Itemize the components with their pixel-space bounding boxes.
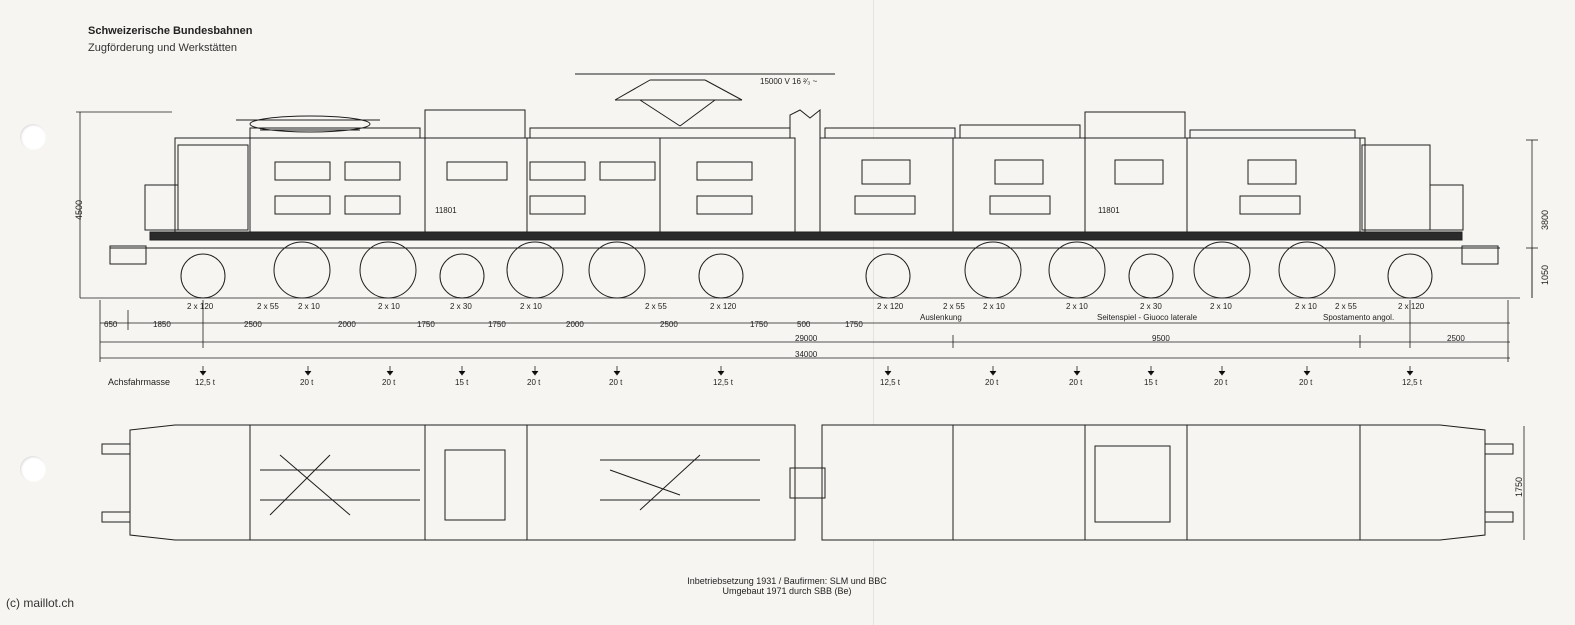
axle-load: 15 t (455, 378, 469, 387)
movement-annotations: Auslenkung Seitenspiel - Giuoco laterale… (920, 313, 1394, 322)
axle-spacing-label: 2 x 30 (1140, 302, 1162, 311)
footer-line-2: Umgebaut 1971 durch SBB (Be) (722, 586, 851, 596)
footer-line-1: Inbetriebsetzung 1931 / Baufirmen: SLM u… (687, 576, 887, 586)
plan-width: 1750 (1514, 477, 1524, 497)
segment-length: 1750 (845, 320, 863, 329)
header-title: Schweizerische Bundesbahnen (88, 25, 253, 37)
axle-load: 15 t (1144, 378, 1158, 387)
wheelsets (80, 241, 1520, 299)
bogie-span: 9500 (1152, 334, 1170, 343)
car-number-left: 11801 (435, 206, 457, 215)
buffers (109, 245, 1499, 265)
axle-spacing-label: 2 x 10 (1066, 302, 1088, 311)
axle-load: 20 t (1214, 378, 1228, 387)
height-overall: 4500 (74, 200, 84, 220)
segment-length: 1850 (153, 320, 171, 329)
plan-view (101, 424, 1525, 541)
axle-spacing-label: 2 x 120 (1398, 302, 1425, 311)
folded-pantograph-icon (236, 115, 380, 133)
segment-length: 1750 (488, 320, 506, 329)
wheelbase-total: 29000 (795, 334, 818, 343)
axle-load: 12,5 t (195, 378, 216, 387)
axle-spacing-label: 2 x 55 (645, 302, 667, 311)
total-lengths: 29000 9500 2500 34000 (795, 334, 1465, 359)
segment-length: 2500 (244, 320, 262, 329)
overhang-length: 2500 (1447, 334, 1465, 343)
page-fold (873, 0, 874, 625)
axle-spacing-labels: 2 x 120 2 x 55 2 x 10 2 x 30 2 x 10 2 x … (187, 302, 1425, 311)
segment-lengths: 650 1850 2500 2000 1750 1750 2000 2500 1… (104, 320, 863, 329)
axle-spacing-label: 2 x 10 (983, 302, 1005, 311)
power-label: 15000 V 16 ²⁄₃ ~ (760, 77, 818, 86)
axle-load: 20 t (1299, 378, 1313, 387)
header-subtitle: Zugförderung und Werkstätten (88, 42, 237, 54)
segment-length: 2000 (566, 320, 584, 329)
seitenspiel-label: Seitenspiel - Giuoco laterale (1097, 313, 1198, 322)
segment-length: 500 (797, 320, 811, 329)
punch-hole-bottom (20, 456, 46, 482)
pantograph-icon (614, 79, 743, 127)
overall-length: 34000 (795, 350, 818, 359)
axle-spacing-label: 2 x 55 (1335, 302, 1357, 311)
axle-spacing-label: 2 x 120 (877, 302, 904, 311)
length-dimension-lines (99, 300, 1510, 362)
copyright-notice: (c) maillot.ch (6, 596, 75, 610)
axle-spacing-label: 2 x 10 (1210, 302, 1232, 311)
axle-spacing-label: 2 x 10 (520, 302, 542, 311)
axle-load: 20 t (1069, 378, 1083, 387)
auslenkung-label: Auslenkung (920, 313, 962, 322)
spostamento-label: Spostamento angol. (1323, 313, 1394, 322)
punch-hole-top (20, 124, 46, 150)
axle-load: 20 t (985, 378, 999, 387)
axle-load: 12,5 t (880, 378, 901, 387)
axle-load: 20 t (382, 378, 396, 387)
segment-length: 2500 (660, 320, 678, 329)
axle-load: 20 t (527, 378, 541, 387)
car-number-right: 11801 (1098, 206, 1120, 215)
height-body: 3800 (1540, 210, 1550, 230)
axle-loads-label: Achsfahrmasse (108, 377, 170, 387)
axle-spacing-label: 2 x 10 (298, 302, 320, 311)
axle-load-arrows (199, 366, 1414, 376)
axle-spacing-label: 2 x 10 (1295, 302, 1317, 311)
axle-spacing-label: 2 x 55 (257, 302, 279, 311)
axle-load: 20 t (300, 378, 314, 387)
locomotive-body (110, 108, 1500, 249)
axle-load: 12,5 t (1402, 378, 1423, 387)
axle-spacing-label: 2 x 10 (378, 302, 400, 311)
axle-loads: 12,5 t 20 t 20 t 15 t 20 t 20 t 12,5 t 1… (195, 378, 1423, 387)
height-buffer: 1050 (1540, 265, 1550, 285)
axle-load: 20 t (609, 378, 623, 387)
height-dimensions (76, 111, 1538, 298)
segment-length: 1750 (417, 320, 435, 329)
segment-length: 2000 (338, 320, 356, 329)
axle-spacing-label: 2 x 55 (943, 302, 965, 311)
axle-spacing-label: 2 x 30 (450, 302, 472, 311)
segment-length: 650 (104, 320, 118, 329)
segment-length: 1750 (750, 320, 768, 329)
axle-spacing-label: 2 x 120 (187, 302, 214, 311)
axle-spacing-label: 2 x 120 (710, 302, 737, 311)
axle-load: 12,5 t (713, 378, 734, 387)
